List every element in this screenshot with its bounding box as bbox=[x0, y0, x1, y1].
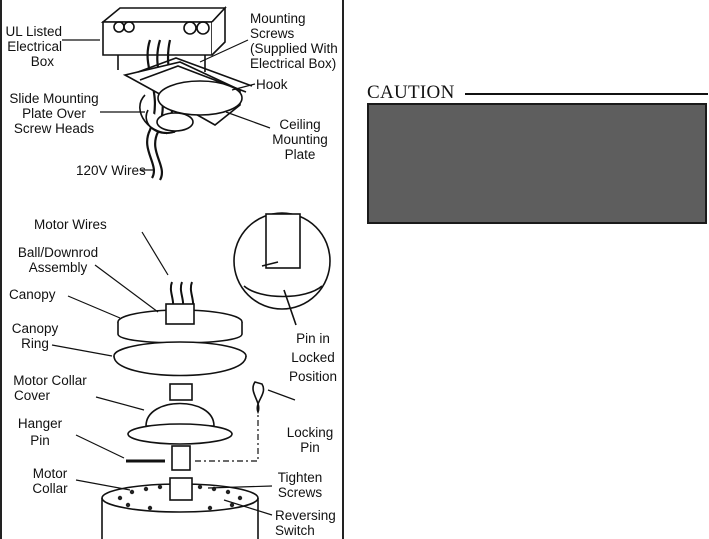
label-line: Plate bbox=[284, 147, 316, 162]
label-line: Electrical Box) bbox=[250, 56, 337, 71]
label-line: Plate Over bbox=[22, 106, 86, 121]
label-line: Motor bbox=[32, 466, 68, 481]
label-line: Cover bbox=[14, 388, 51, 403]
canopy-ring-drawing bbox=[113, 341, 247, 377]
caution-box bbox=[367, 103, 707, 224]
label-120v-wires: 120V Wires bbox=[76, 163, 146, 178]
label-line: Switch bbox=[275, 523, 315, 538]
label-line: Screw Heads bbox=[13, 121, 95, 136]
label-line: Mounting bbox=[272, 132, 328, 147]
label-line: Pin in bbox=[296, 331, 330, 346]
label-line: Assembly bbox=[28, 260, 88, 275]
label-line: Ring bbox=[21, 336, 49, 351]
label-ball-downrod-assembly: Ball/Downrod Assembly bbox=[10, 245, 106, 275]
label-ul-listed-box: UL Listed Electrical Box bbox=[2, 24, 62, 69]
label-line: Pin bbox=[300, 440, 320, 455]
label-canopy-ring: Canopy Ring bbox=[6, 321, 64, 351]
label-line: Electrical bbox=[7, 39, 62, 54]
label-line: UL Listed bbox=[5, 24, 62, 39]
label-line: Screws bbox=[277, 485, 323, 500]
caution-heading-rule bbox=[465, 93, 708, 95]
label-motor-collar: Motor Collar bbox=[26, 466, 74, 496]
label-line: Position bbox=[288, 369, 338, 384]
installation-illustration-panel bbox=[0, 0, 344, 539]
label-line: Motor Collar bbox=[13, 373, 87, 388]
label-motor-collar-cover: Motor Collar Cover bbox=[4, 373, 96, 403]
label-slide-mounting-plate: Slide Mounting Plate Over Screw Heads bbox=[4, 91, 104, 136]
label-canopy: Canopy bbox=[9, 287, 56, 302]
label-line: Pin bbox=[30, 433, 50, 448]
label-line: Box bbox=[30, 54, 54, 69]
label-line: Hanger bbox=[17, 416, 63, 431]
hanger-assembly-drawing bbox=[126, 381, 265, 471]
motor-housing-drawing bbox=[101, 477, 259, 539]
label-tighten-screws: Tighten Screws bbox=[272, 470, 328, 500]
label-line: Screws bbox=[250, 26, 295, 41]
ceiling-mounting-plate-drawing bbox=[122, 57, 253, 135]
label-reversing-switch: Reversing Switch bbox=[275, 508, 343, 538]
caution-heading: CAUTION bbox=[367, 82, 455, 103]
pin-locked-detail-inset bbox=[233, 212, 331, 326]
electrical-box-drawing bbox=[100, 5, 227, 72]
label-line: Ball/Downrod bbox=[17, 245, 99, 260]
label-line: Tighten bbox=[277, 470, 323, 485]
label-line: Reversing bbox=[275, 508, 336, 523]
label-mounting-screws: Mounting Screws (Supplied With Electrica… bbox=[250, 11, 344, 71]
lower-leader-lines bbox=[51, 231, 296, 516]
label-line: (Supplied With bbox=[250, 41, 338, 56]
label-line: Mounting bbox=[250, 11, 306, 26]
label-line: Ceiling bbox=[279, 117, 321, 132]
label-hanger-pin: Hanger Pin bbox=[14, 415, 66, 449]
top-leader-lines bbox=[62, 39, 271, 171]
fan-installation-drawing bbox=[51, 5, 331, 539]
label-line: Locking bbox=[286, 425, 334, 440]
label-line: Canopy bbox=[11, 321, 59, 336]
label-pin-locked-position: Pin in Locked Position bbox=[282, 329, 344, 386]
label-line: Collar bbox=[32, 481, 68, 496]
label-line: Locked bbox=[291, 350, 335, 365]
canopy-drawing bbox=[117, 303, 243, 344]
motor-collar-cover-drawing bbox=[127, 383, 233, 445]
label-locking-pin: Locking Pin bbox=[280, 425, 340, 455]
label-line: Slide Mounting bbox=[9, 91, 99, 106]
label-motor-wires: Motor Wires bbox=[34, 217, 107, 232]
label-ceiling-mounting-plate: Ceiling Mounting Plate bbox=[266, 117, 334, 162]
label-hook: Hook bbox=[256, 77, 288, 92]
